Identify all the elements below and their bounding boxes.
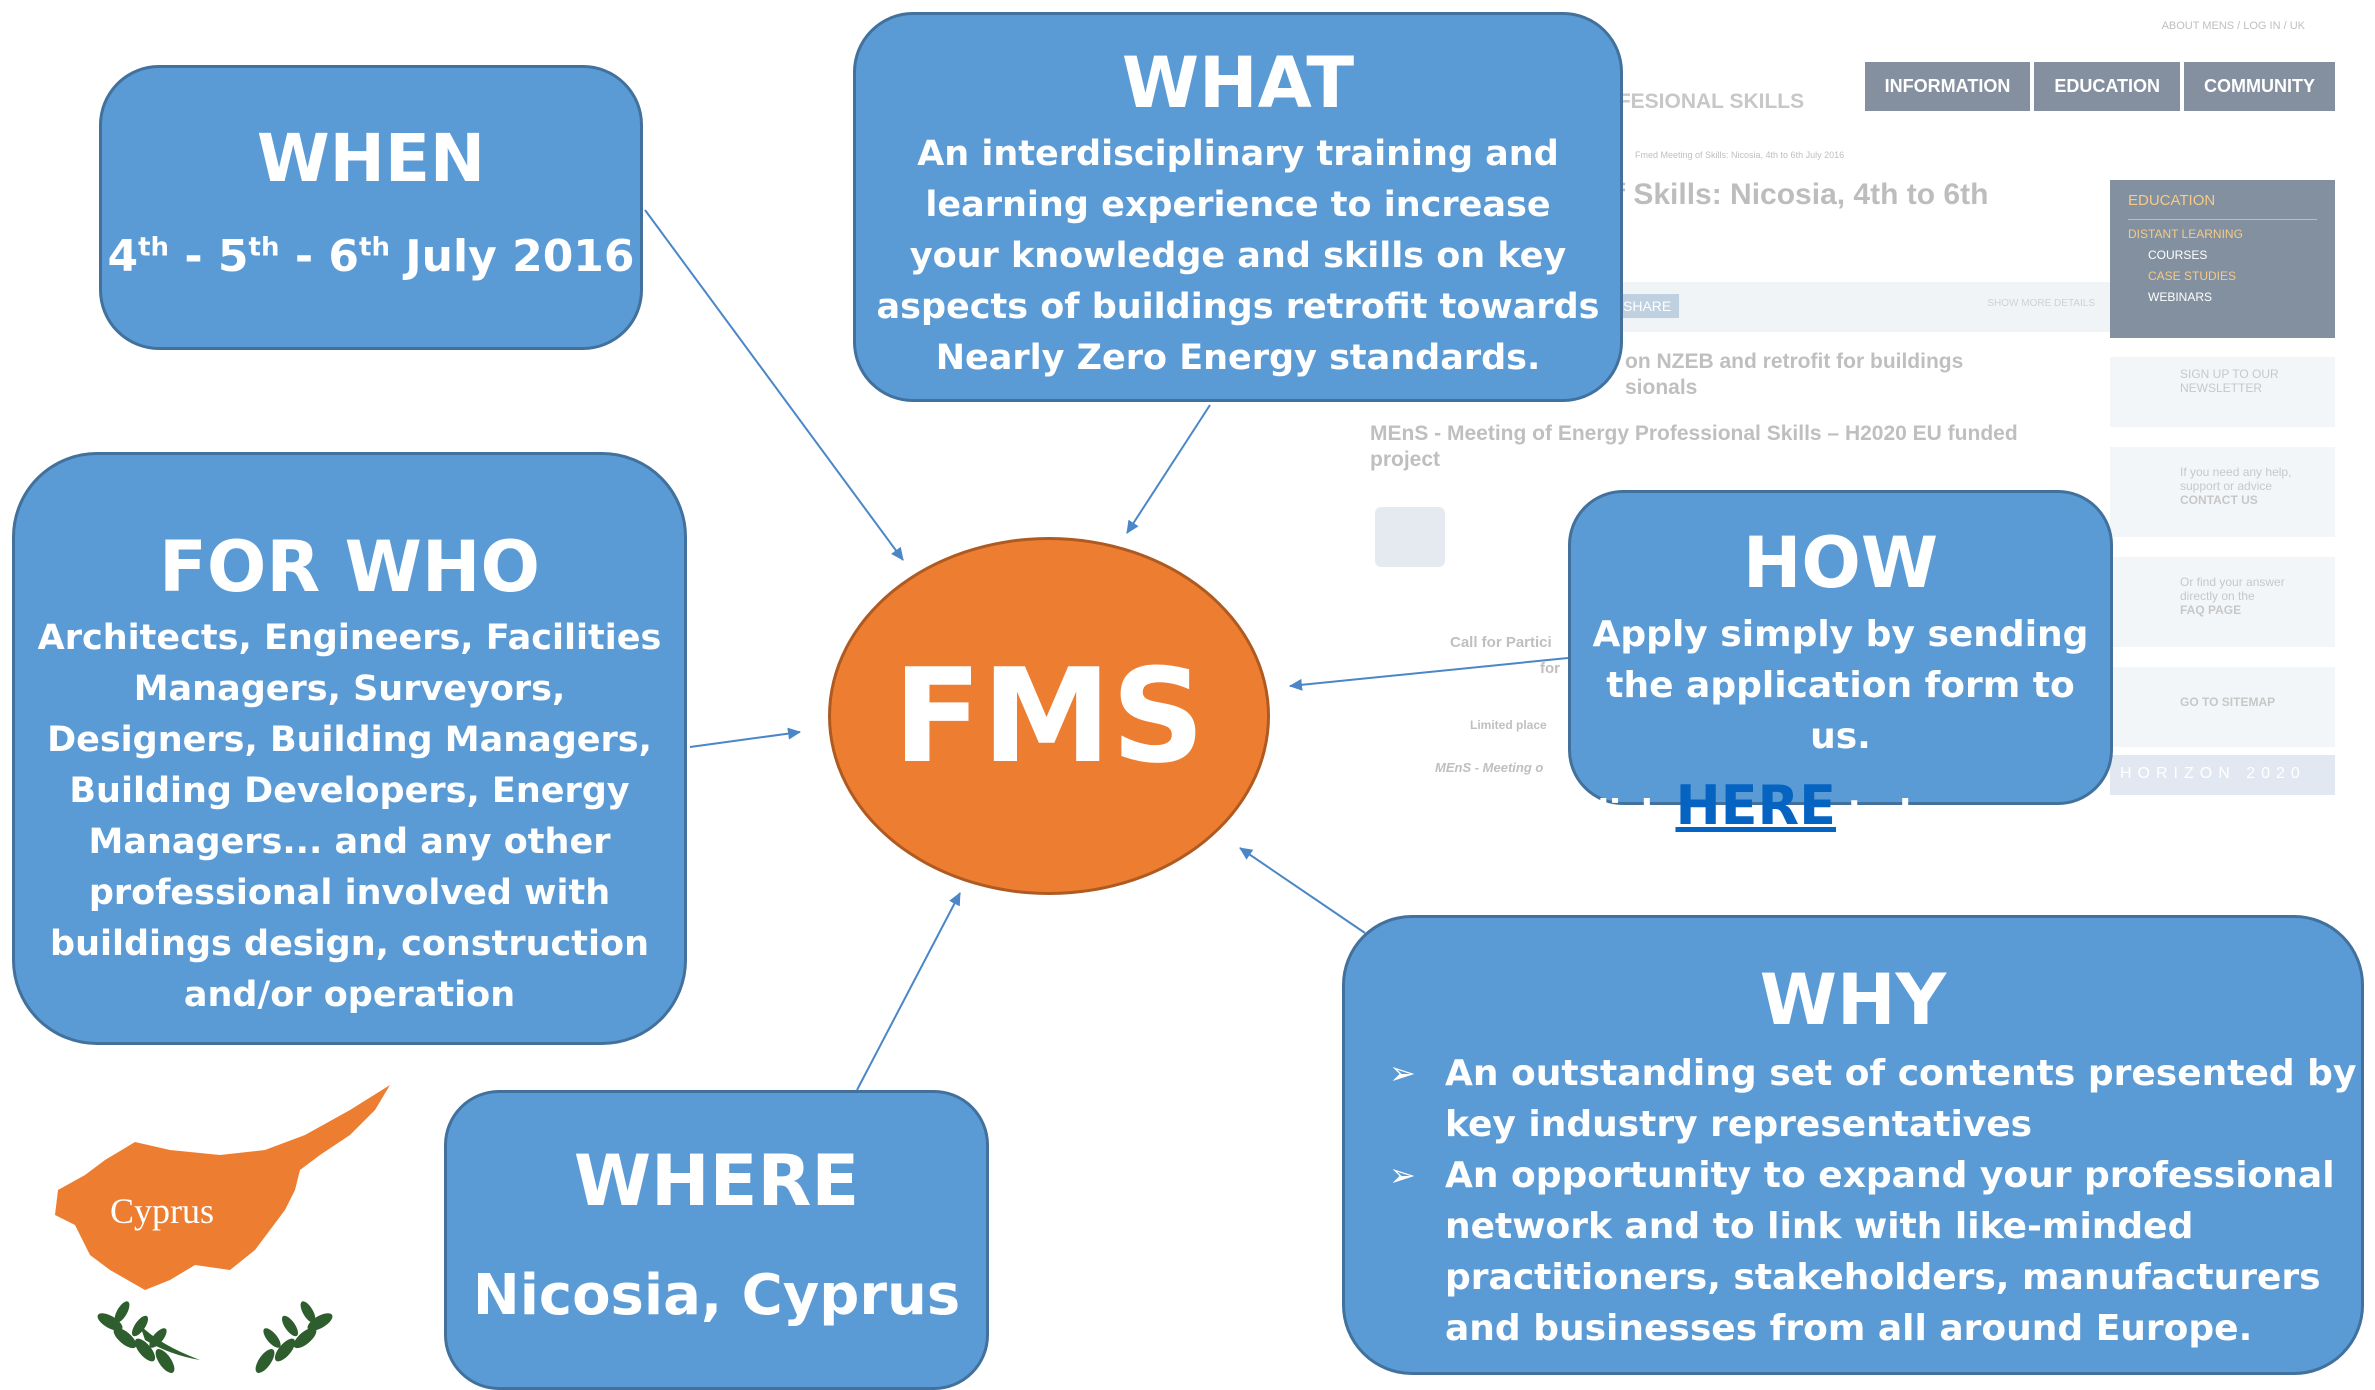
when-month-year: July 2016	[389, 231, 635, 282]
click-text: Click	[1572, 793, 1664, 833]
arrow-bullet-icon: ➢	[1389, 1156, 1416, 1194]
when-sup-1: th	[138, 232, 170, 263]
why-item-2: ➢ An opportunity to expand your professio…	[1389, 1150, 2361, 1354]
when-day-1: 4	[107, 231, 139, 282]
olive-branch-icon	[97, 1301, 333, 1373]
here-link[interactable]: HERE	[1675, 774, 1837, 837]
why-item-1-text: An outstanding set of contents presented…	[1445, 1053, 2357, 1145]
help-text: If you need any help, support or advice	[2180, 465, 2292, 493]
background-website-screenshot: ABOUT MENS / LOG IN / UK INFORMATION EDU…	[1370, 12, 2345, 812]
website-breadcrumb: Fmed Meeting of Skills: Nicosia, 4th to …	[1635, 150, 1845, 160]
show-more: SHOW MORE DETAILS	[1987, 298, 2095, 309]
nav-education: EDUCATION	[2034, 62, 2180, 111]
cyprus-map-icon	[55, 1085, 390, 1373]
website-header: FFESIONAL SKILLS	[1605, 90, 1805, 113]
forwho-box: FOR WHO Architects, Engineers, Facilitie…	[12, 452, 687, 1045]
website-line2: MEnS - Meeting of Energy Professional Sk…	[1370, 422, 2018, 445]
why-box: WHY ➢ An outstanding set of contents pres…	[1342, 915, 2364, 1375]
when-sup-2: th	[248, 232, 280, 263]
mens-logo	[1375, 507, 1445, 567]
arrow-where	[856, 892, 961, 1091]
fms-center-ellipse: FMS	[828, 537, 1270, 895]
website-nav: INFORMATION EDUCATION COMMUNITY	[1864, 62, 2335, 111]
why-item-2-text: An opportunity to expand your profession…	[1445, 1155, 2335, 1349]
learn-more-text: to learn more	[1847, 793, 2109, 833]
when-sup-3: th	[359, 232, 390, 263]
how-title: HOW	[1742, 522, 1939, 604]
when-dates: 4th - 5th - 6th July 2016	[107, 231, 635, 282]
website-call: Call for Partici	[1450, 634, 1552, 651]
edu-item-courses: COURSES	[2148, 248, 2208, 262]
newsletter-box: SIGN UP TO OUR NEWSLETTER	[2110, 357, 2335, 427]
nav-information: INFORMATION	[1864, 62, 2031, 111]
where-place: Nicosia, Cyprus	[472, 1263, 961, 1328]
arrow-how	[1289, 657, 1569, 691]
where-box: WHERE Nicosia, Cyprus	[444, 1090, 989, 1390]
website-title: f Skills: Nicosia, 4th to 6th	[1615, 178, 1989, 211]
arrow-why	[1239, 847, 1366, 934]
website-line1b: sionals	[1625, 376, 1698, 399]
website-line2b: project	[1370, 448, 1441, 471]
faq-page: FAQ PAGE	[2180, 603, 2242, 617]
website-line1: on NZEB and retrofit for buildings	[1625, 350, 1964, 373]
share-button: SHARE	[1615, 294, 1680, 318]
when-day-2: 5	[217, 231, 249, 282]
arrow-bullet-icon: ➢	[1389, 1054, 1416, 1092]
when-title: WHEN	[256, 120, 486, 197]
edu-item-case: CASE STUDIES	[2148, 269, 2237, 283]
how-click-line: Click HERE to learn more	[1571, 779, 2110, 839]
what-box: WHAT An interdisciplinary training and l…	[853, 12, 1623, 402]
arrow-forwho	[689, 727, 801, 748]
website-mens-footer: MEnS - Meeting o	[1435, 760, 1544, 775]
edu-item-webinars: WEBINARS	[2148, 290, 2213, 304]
how-box: HOW Apply simply by sending the applicat…	[1568, 490, 2113, 833]
contact-us: CONTACT US	[2180, 493, 2258, 507]
cyprus-label: Cyprus	[110, 1191, 215, 1231]
why-title: WHY	[1759, 959, 1947, 1041]
what-text: An interdisciplinary training and learni…	[876, 134, 1600, 378]
nav-community: COMMUNITY	[2184, 62, 2335, 111]
top-links: ABOUT MENS / LOG IN / UK	[2161, 20, 2305, 32]
education-heading: EDUCATION	[2128, 192, 2216, 209]
why-item-1: ➢ An outstanding set of contents presente…	[1389, 1048, 2361, 1150]
when-box: WHEN 4th - 5th - 6th July 2016	[99, 65, 643, 350]
how-text: Apply simply by sending the application …	[1592, 614, 2089, 757]
education-panel: EDUCATION DISTANT LEARNING COURSES CASE …	[2110, 180, 2335, 338]
website-call2: for	[1540, 660, 1560, 677]
faq-box: Or find your answer directly on the FAQ …	[2110, 557, 2335, 647]
forwho-text: Architects, Engineers, Facilities Manage…	[37, 618, 662, 1015]
what-title: WHAT	[1121, 42, 1355, 124]
forwho-title: FOR WHO	[159, 526, 540, 608]
faq-intro: Or find your answer directly on the	[2180, 575, 2285, 603]
arrow-what	[1126, 404, 1211, 534]
help-box: If you need any help, support or advice …	[2110, 447, 2335, 537]
sitemap-box: GO TO SITEMAP	[2110, 667, 2335, 747]
website-limited: Limited place	[1470, 718, 1547, 732]
where-title: WHERE	[573, 1140, 860, 1222]
arrow-when	[644, 209, 904, 561]
edu-item-distant: DISTANT LEARNING	[2128, 227, 2243, 241]
share-bar: SHARE SHOW MORE DETAILS	[1605, 282, 2115, 332]
sitemap-link: GO TO SITEMAP	[2180, 695, 2276, 709]
horizon-banner: HORIZON 2020	[2110, 755, 2335, 795]
when-day-3: 6	[328, 231, 360, 282]
why-list: ➢ An outstanding set of contents presente…	[1345, 1048, 2361, 1354]
